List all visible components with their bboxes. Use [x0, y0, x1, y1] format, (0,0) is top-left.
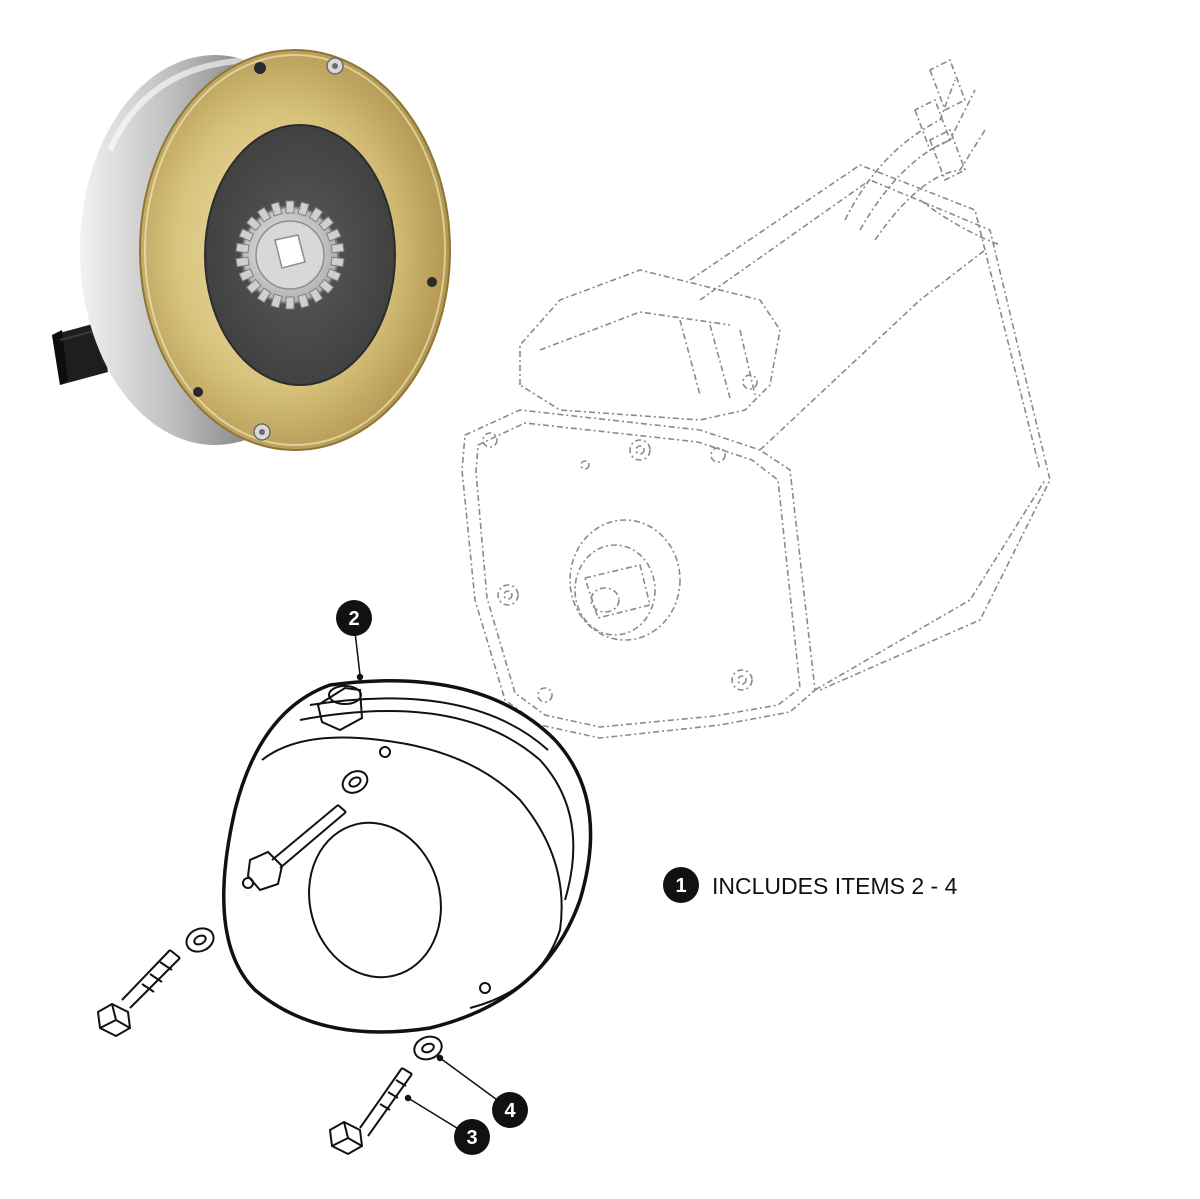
gear-tooth — [285, 200, 295, 214]
splined-hub — [235, 200, 345, 310]
gear-tooth — [235, 256, 250, 268]
upper-bolt — [246, 770, 369, 892]
gear-tooth — [270, 293, 283, 309]
brake-photo — [52, 49, 451, 451]
gear-tooth — [256, 206, 272, 223]
legend-text: INCLUDES ITEMS 2 - 4 — [712, 873, 958, 899]
gear-tooth — [245, 215, 262, 232]
gear-tooth — [238, 268, 255, 282]
callout-4: 4 — [492, 1092, 528, 1128]
gear-tooth — [235, 242, 250, 254]
lock-washer-4 — [413, 1035, 443, 1061]
leader-3 — [407, 1097, 466, 1134]
gear-tooth — [325, 228, 342, 242]
gear-tooth — [318, 278, 335, 295]
callout-3-label: 3 — [466, 1127, 477, 1149]
brake-assembly-drawing — [222, 679, 593, 1034]
gear-tooth — [245, 278, 262, 295]
connector-plug — [52, 322, 108, 385]
gear-tooth — [325, 268, 342, 282]
gear-tooth — [330, 256, 345, 268]
bolt-3 — [328, 1067, 413, 1156]
gear-tooth — [256, 287, 272, 304]
callout-2-label: 2 — [348, 608, 359, 630]
gear-tooth — [238, 228, 255, 242]
callout-4-label: 4 — [504, 1100, 516, 1122]
legend-callout-badge — [663, 867, 699, 903]
leader-4 — [439, 1057, 501, 1103]
bolt-left — [96, 949, 181, 1038]
hardware-left — [96, 927, 215, 1038]
legend-callout-number: 1 — [675, 875, 686, 897]
brake-housing-outline — [222, 679, 593, 1034]
leader-2 — [354, 631, 361, 676]
gear-tooth — [308, 287, 324, 304]
gear-tooth — [285, 296, 295, 310]
leader-lines — [354, 631, 501, 1134]
callout-2: 2 — [336, 600, 372, 636]
gear-tooth — [270, 201, 283, 217]
gear-tooth — [330, 242, 345, 254]
hardware-bottom — [328, 1035, 443, 1156]
gear-tooth — [308, 206, 324, 223]
gear-tooth — [297, 293, 310, 309]
motor-outline — [461, 58, 1051, 739]
face-screws — [193, 57, 437, 441]
gear-tooth — [318, 215, 335, 232]
callout-3: 3 — [454, 1119, 490, 1155]
legend: 1 INCLUDES ITEMS 2 - 4 — [663, 867, 958, 903]
gear-tooth — [297, 201, 310, 217]
lock-washer-left — [185, 927, 215, 953]
